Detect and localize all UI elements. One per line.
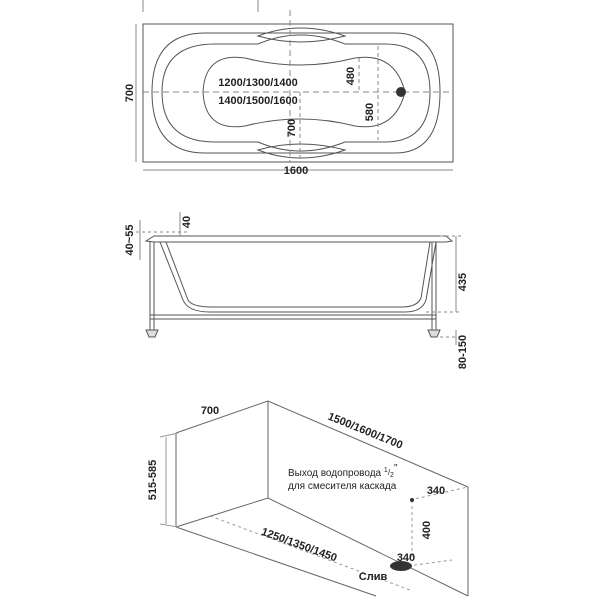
pipe-note-a: Выход водопровода <box>288 468 384 479</box>
drain-hole-top <box>396 87 406 97</box>
foot-left <box>145 329 159 338</box>
tub-basin-outer <box>151 32 441 154</box>
tub-basin-inner <box>161 34 431 152</box>
floor-line-front <box>175 526 377 597</box>
top-width-label: 700 <box>124 84 136 102</box>
legs-label: 80-150 <box>457 335 469 369</box>
floor-length-label: 1250/1350/1450 <box>260 526 339 564</box>
inner-width-b-label: 580 <box>364 103 376 121</box>
top-length-label: 1600 <box>284 165 308 177</box>
inner-width-a-label: 480 <box>345 67 357 85</box>
depth-label: 435 <box>457 273 469 291</box>
foot-right <box>427 329 441 338</box>
pipe-note-line2: для смесителя каскада <box>288 481 397 492</box>
inner-width-c-label: 700 <box>286 119 298 137</box>
pipe-guide-h <box>409 486 469 501</box>
rim-left-label: 40~55 <box>124 225 136 256</box>
armrest-top <box>256 27 347 43</box>
pipe-height-label: 400 <box>421 521 433 539</box>
tub-outer-outline <box>142 23 454 163</box>
top-view <box>135 0 454 171</box>
height-dim-top <box>159 432 179 438</box>
frame-crossbar <box>149 314 437 320</box>
rim-top-label: 40 <box>181 216 193 228</box>
pipe-note-frac-num: 1 <box>384 467 388 474</box>
pipe-note-quote: " <box>394 463 398 474</box>
tub-basin-inner-profile <box>165 241 431 308</box>
drain-guide <box>407 559 453 567</box>
height-dim-bottom <box>159 523 179 528</box>
pipe-note-line1: Выход водопровода 1/2" <box>288 463 398 479</box>
inner-length-b-label: 1400/1500/1600 <box>218 95 298 107</box>
install-width-label: 700 <box>201 405 219 417</box>
tub-basin-profile <box>159 241 437 313</box>
drain-offset-label: 340 <box>397 552 415 564</box>
install-view <box>159 400 469 597</box>
side-view <box>130 212 462 345</box>
drain-hole-floor <box>390 561 412 571</box>
pipe-offset-label: 340 <box>427 485 445 497</box>
tub-rim <box>144 235 454 243</box>
install-height-label: 515-585 <box>147 460 159 500</box>
pipe-note-frac-slash: / <box>388 468 391 477</box>
water-outlet-dot <box>410 498 414 502</box>
inner-length-a-label: 1200/1300/1400 <box>218 77 298 89</box>
armrest-bottom <box>256 143 347 159</box>
pipe-note-frac-den: 2 <box>390 472 394 479</box>
drain-label: Слив <box>359 571 388 583</box>
